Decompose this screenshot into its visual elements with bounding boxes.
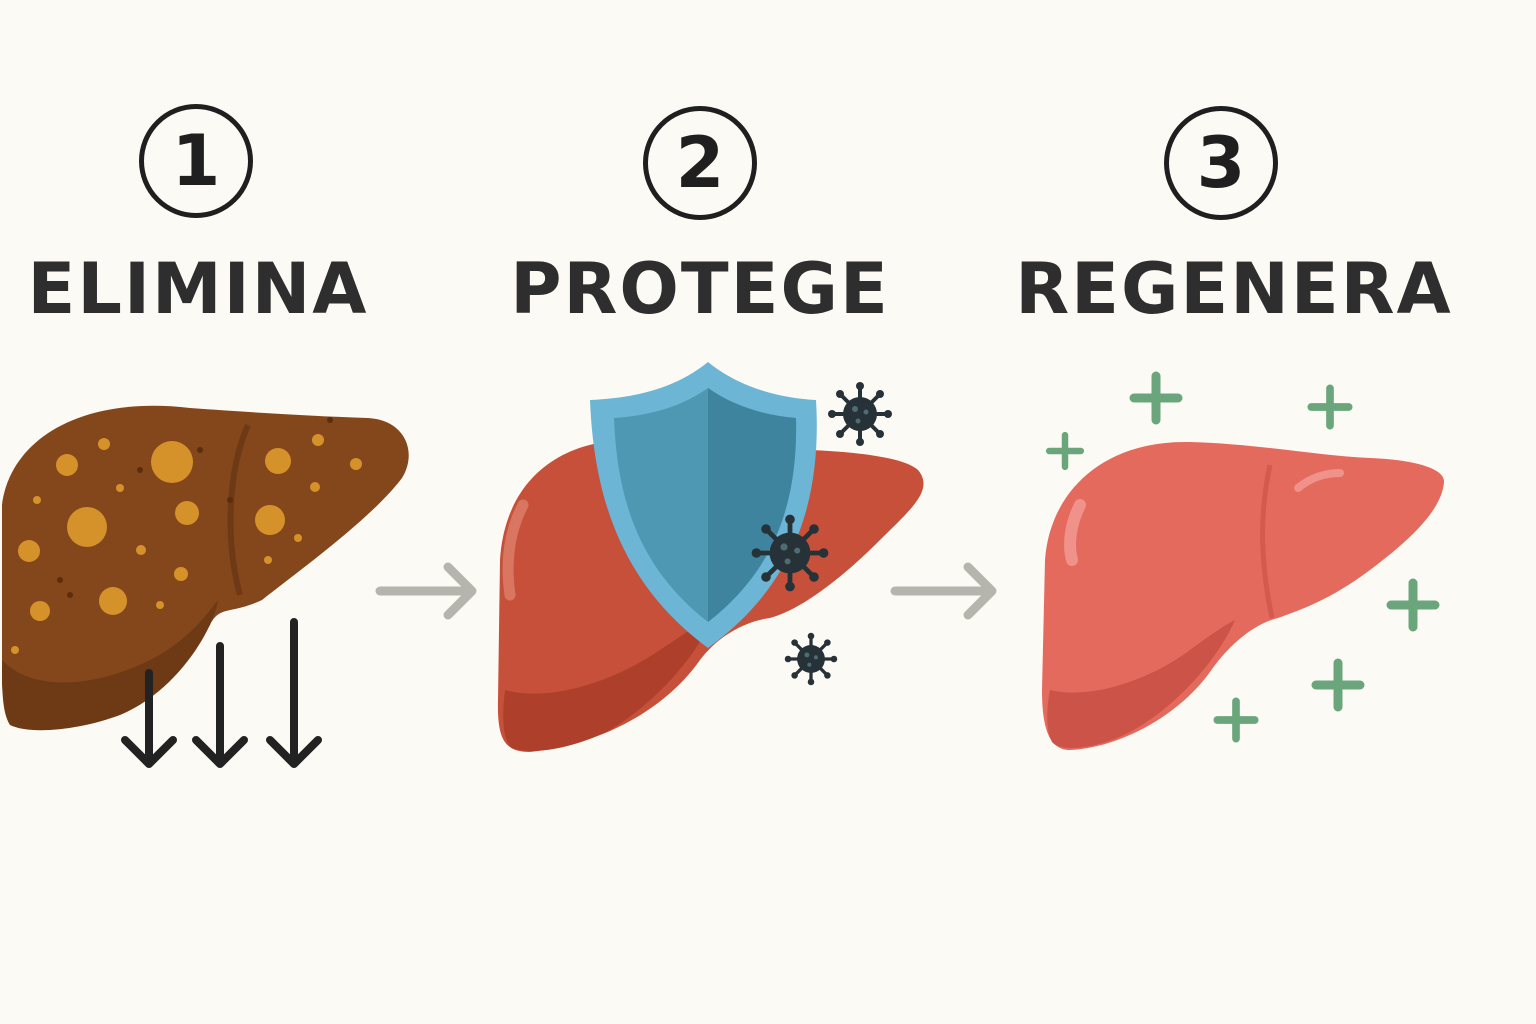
fat-spots <box>11 434 362 654</box>
fatty-liver <box>2 405 409 731</box>
shield-icon <box>590 362 817 648</box>
step-2-title: PROTEGE <box>510 248 890 330</box>
step-1-number: 1 <box>139 104 253 218</box>
dark-specks <box>57 417 333 598</box>
down-arrow-icon <box>121 618 322 768</box>
step-2-number: 2 <box>643 106 757 220</box>
right-arrow-icon <box>375 562 997 620</box>
step-1-title: ELIMINA <box>27 248 369 330</box>
healthy-liver <box>1042 441 1445 750</box>
step-3-number: 3 <box>1164 106 1278 220</box>
step-3-title: REGENERA <box>1015 248 1453 330</box>
